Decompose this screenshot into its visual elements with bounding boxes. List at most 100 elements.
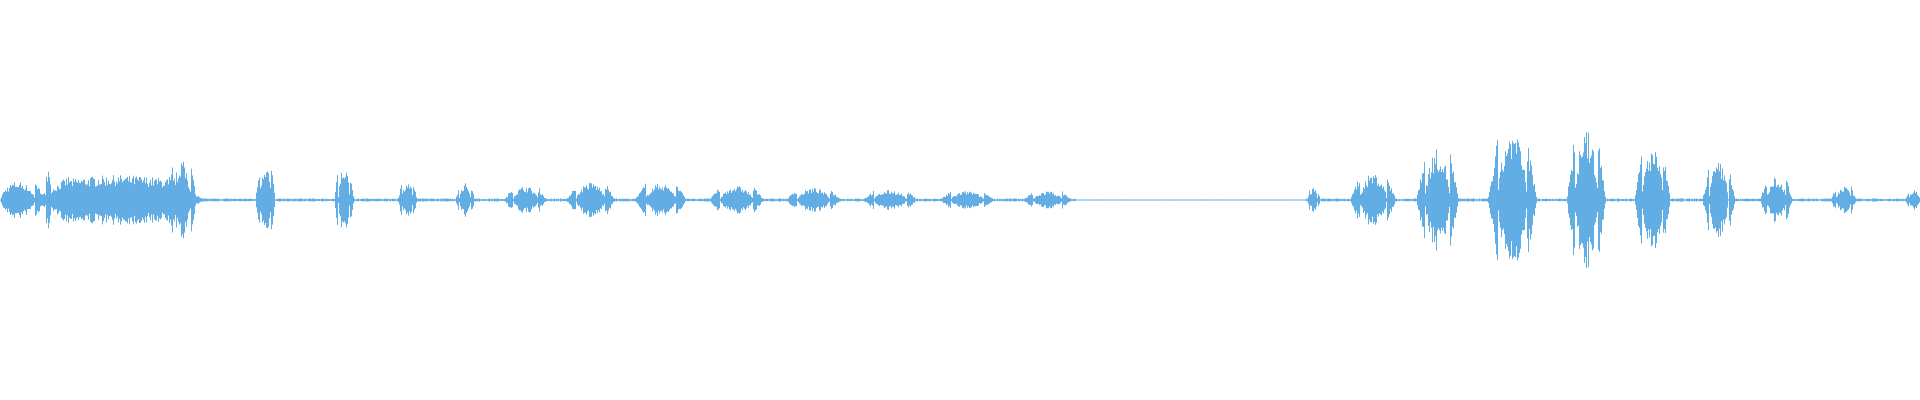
waveform-bar-1037 <box>1037 196 1038 204</box>
waveform-bar-1633 <box>1633 198 1634 202</box>
waveform-bar-1035 <box>1035 197 1036 203</box>
waveform-bar-897 <box>897 194 898 206</box>
waveform-bar-358 <box>358 198 359 202</box>
waveform-bar-661 <box>661 189 662 211</box>
waveform-bar-1401 <box>1401 199 1402 201</box>
waveform-bar-809 <box>809 189 810 211</box>
waveform-bar-1270 <box>1270 199 1271 201</box>
waveform-bar-1635 <box>1635 195 1636 205</box>
waveform-bar-923 <box>923 199 924 202</box>
waveform-bar-1405 <box>1405 198 1406 202</box>
waveform-bar-531 <box>531 190 532 210</box>
waveform-bar-285 <box>285 199 286 201</box>
waveform-bar-110 <box>110 184 111 216</box>
waveform-bar-602 <box>602 194 603 206</box>
waveform-bar-1799 <box>1799 198 1800 202</box>
waveform-bar-11 <box>11 186 12 214</box>
waveform-bar-700 <box>700 199 701 201</box>
waveform-bar-949 <box>949 194 950 206</box>
waveform-bar-938 <box>938 199 939 201</box>
waveform-bar-1545 <box>1545 198 1546 202</box>
waveform-bar-1652 <box>1652 155 1653 245</box>
waveform-bar-1187 <box>1187 199 1188 201</box>
waveform-bar-1212 <box>1212 199 1213 201</box>
waveform-bar-1134 <box>1134 199 1135 201</box>
waveform-bar-1106 <box>1106 199 1107 201</box>
waveform-bar-820 <box>820 190 821 210</box>
waveform-bar-828 <box>828 197 829 203</box>
waveform-bar-988 <box>988 195 989 205</box>
waveform-bar-1308 <box>1308 196 1309 204</box>
waveform-bar-43 <box>43 194 44 206</box>
waveform-bar-1772 <box>1772 186 1773 214</box>
waveform-bar-430 <box>430 198 431 201</box>
waveform-bar-757 <box>757 194 758 206</box>
waveform-bar-1021 <box>1021 199 1022 201</box>
waveform-bar-581 <box>581 189 582 211</box>
waveform-bar-1771 <box>1771 186 1772 214</box>
waveform-bar-1829 <box>1829 198 1830 202</box>
waveform-bar-1379 <box>1379 186 1380 214</box>
waveform-bar-525 <box>525 192 526 208</box>
waveform-bar-439 <box>439 199 440 201</box>
waveform-bar-1746 <box>1746 198 1747 202</box>
waveform-bar-1585 <box>1585 143 1586 257</box>
waveform-bar-1667 <box>1667 181 1668 219</box>
waveform-bar-1260 <box>1260 199 1261 201</box>
waveform-bar-1221 <box>1221 199 1222 201</box>
waveform-bar-994 <box>994 198 995 202</box>
waveform-bar-1363 <box>1363 187 1364 213</box>
waveform-bar-1217 <box>1217 199 1218 201</box>
waveform-bar-787 <box>787 199 788 202</box>
waveform-bar-823 <box>823 194 824 206</box>
waveform-bar-1445 <box>1445 165 1446 235</box>
waveform-bar-1435 <box>1435 163 1436 237</box>
waveform-bar-1448 <box>1448 186 1449 214</box>
waveform-bar-806 <box>806 191 807 209</box>
waveform-bar-1897 <box>1897 198 1898 202</box>
waveform-bar-147 <box>147 183 148 217</box>
waveform-bar-1704 <box>1704 193 1705 207</box>
waveform-bar-256 <box>256 192 257 208</box>
waveform-bar-1505 <box>1505 151 1506 249</box>
waveform-bar-479 <box>479 198 480 202</box>
waveform-bar-1425 <box>1425 193 1426 207</box>
waveform-bar-404 <box>404 191 405 209</box>
waveform-bar-1341 <box>1341 199 1342 201</box>
waveform-bar-1703 <box>1703 195 1704 205</box>
waveform-bar-538 <box>538 192 539 208</box>
waveform-bar-168 <box>168 184 169 216</box>
waveform-bar-888 <box>888 190 889 210</box>
waveform-bar-1578 <box>1578 174 1579 226</box>
waveform-bar-1527 <box>1527 161 1528 239</box>
waveform-bar-844 <box>844 199 845 201</box>
waveform-bar-1740 <box>1740 198 1741 202</box>
waveform-bar-73 <box>73 178 74 222</box>
waveform-bar-1467 <box>1467 198 1468 202</box>
waveform-bar-227 <box>227 198 228 202</box>
waveform-bar-1863 <box>1863 199 1864 201</box>
waveform-bar-209 <box>209 198 210 202</box>
waveform-bar-582 <box>582 192 583 208</box>
waveform-bar-448 <box>448 198 449 202</box>
waveform-bar-1496 <box>1496 145 1497 255</box>
waveform-bar-815 <box>815 188 816 212</box>
waveform-bar-367 <box>367 198 368 202</box>
waveform-bar-1908 <box>1908 193 1909 207</box>
waveform-bar-284 <box>284 198 285 202</box>
waveform-bar-1331 <box>1331 199 1332 202</box>
waveform-bar-1128 <box>1128 199 1129 201</box>
waveform-bar-1867 <box>1867 198 1868 202</box>
waveform-bar-1835 <box>1835 191 1836 209</box>
waveform-bar-1367 <box>1367 187 1368 213</box>
waveform-bar-1245 <box>1245 199 1246 201</box>
waveform-bar-97 <box>97 185 98 215</box>
waveform-bar-795 <box>795 193 796 207</box>
waveform-bar-96 <box>96 185 97 215</box>
waveform-bar-160 <box>160 180 161 220</box>
waveform-bar-1839 <box>1839 193 1840 207</box>
waveform-bar-1066 <box>1066 195 1067 205</box>
waveform-bar-1332 <box>1332 199 1333 201</box>
